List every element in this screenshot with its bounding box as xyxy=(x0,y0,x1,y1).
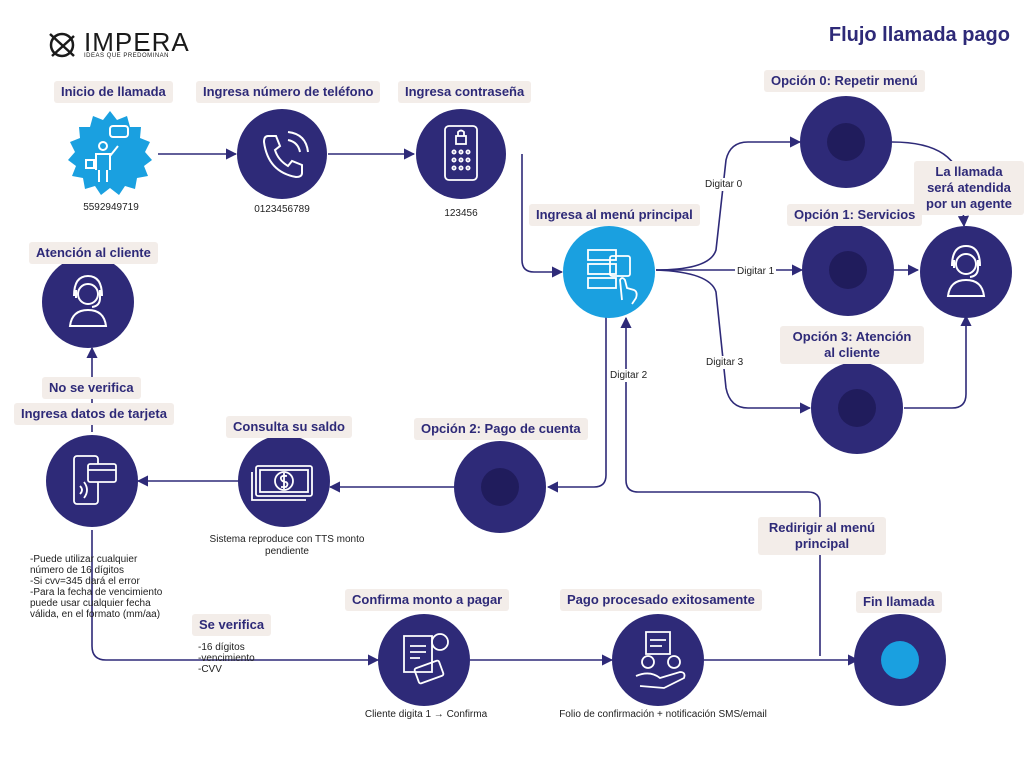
cash-icon xyxy=(251,465,313,501)
caption-start: 5592949719 xyxy=(83,202,139,213)
label-balance: Consulta su saldo xyxy=(226,416,352,438)
caption-phone: 0123456789 xyxy=(254,204,310,215)
node-start xyxy=(68,111,152,195)
label-password: Ingresa contraseña xyxy=(398,81,532,103)
edge-menu-opt0 xyxy=(655,136,802,271)
edge-menu-opt2 xyxy=(546,316,607,493)
card-contactless-icon xyxy=(73,455,117,505)
node-opt3 xyxy=(811,362,903,454)
edge-card-confirm xyxy=(91,530,380,666)
node-phone xyxy=(237,109,327,199)
logo-text: IMPERA xyxy=(84,27,190,57)
edge-label-redirect: Redirigir al menú principal xyxy=(758,517,886,555)
label-agent: La llamada será atendida por un agente xyxy=(914,161,1024,215)
node-menu xyxy=(563,226,655,318)
node-opt2 xyxy=(454,441,546,533)
caption-balance: Sistema reproduce con TTS monto pendient… xyxy=(209,534,365,557)
node-opt0 xyxy=(800,96,892,188)
edge-opt3-agent xyxy=(904,314,972,409)
label-confirm: Confirma monto a pagar xyxy=(345,589,510,611)
node-agent xyxy=(920,226,1012,318)
node-opt1 xyxy=(802,224,894,316)
edge-menu-opt3 xyxy=(655,269,812,414)
node-card xyxy=(46,435,138,527)
label-menu: Ingresa al menú principal xyxy=(529,204,700,226)
edge-label-digit3: Digitar 3 xyxy=(704,356,746,369)
headset-customer-icon xyxy=(68,274,108,327)
phone-call-icon xyxy=(262,131,309,179)
logo: IMPERA IDEAS QUE PREDOMINAN xyxy=(46,27,189,65)
node-password xyxy=(416,109,506,199)
caption-confirm: Cliente digita 1 → Confirma xyxy=(364,709,488,720)
headset-agent-icon xyxy=(946,244,986,297)
note-card: -Puede utilizar cualquier número de 16 d… xyxy=(30,554,163,620)
edge-label-not-verified: No se verifica xyxy=(42,377,141,399)
payment-hand-icon xyxy=(635,631,686,689)
edge-note-verified: -16 dígitos -vencimiento -CVV xyxy=(198,642,255,675)
label-end: Fin llamada xyxy=(856,591,942,613)
label-start: Inicio de llamada xyxy=(54,81,173,103)
keypad-lock-icon xyxy=(444,125,478,181)
node-customer xyxy=(42,256,134,348)
logo-mark-icon xyxy=(49,32,75,58)
label-opt0: Opción 0: Repetir menú xyxy=(764,70,925,92)
label-opt2: Opción 2: Pago de cuenta xyxy=(414,418,588,440)
node-end xyxy=(854,614,946,706)
label-processed: Pago procesado exitosamente xyxy=(560,589,762,611)
label-opt1: Opción 1: Servicios xyxy=(787,204,923,226)
caption-password: 123456 xyxy=(444,208,478,219)
label-opt3: Opción 3: Atención al cliente xyxy=(780,326,924,364)
node-processed xyxy=(612,614,704,706)
edge-label-digit0: Digitar 0 xyxy=(703,178,745,191)
invoice-pay-icon xyxy=(403,633,449,685)
edge-label-digit2: Digitar 2 xyxy=(608,369,650,382)
label-customer: Atención al cliente xyxy=(29,242,158,264)
presenter-icon xyxy=(85,125,129,182)
edge-redirect-menu xyxy=(620,316,821,656)
page-title: Flujo llamada pago xyxy=(828,24,1010,46)
label-phone: Ingresa número de teléfono xyxy=(196,81,381,103)
edge-label-verified: Se verifica xyxy=(192,614,272,636)
node-balance xyxy=(238,435,330,527)
label-card: Ingresa datos de tarjeta xyxy=(14,403,174,425)
logo-tagline: IDEAS QUE PREDOMINAN xyxy=(84,53,170,59)
node-confirm xyxy=(378,614,470,706)
edge-password-menu xyxy=(521,154,564,278)
edge-label-digit1: Digitar 1 xyxy=(735,265,777,278)
caption-processed: Folio de confirmación + notificación SMS… xyxy=(559,709,767,720)
menu-touch-icon xyxy=(587,249,638,305)
